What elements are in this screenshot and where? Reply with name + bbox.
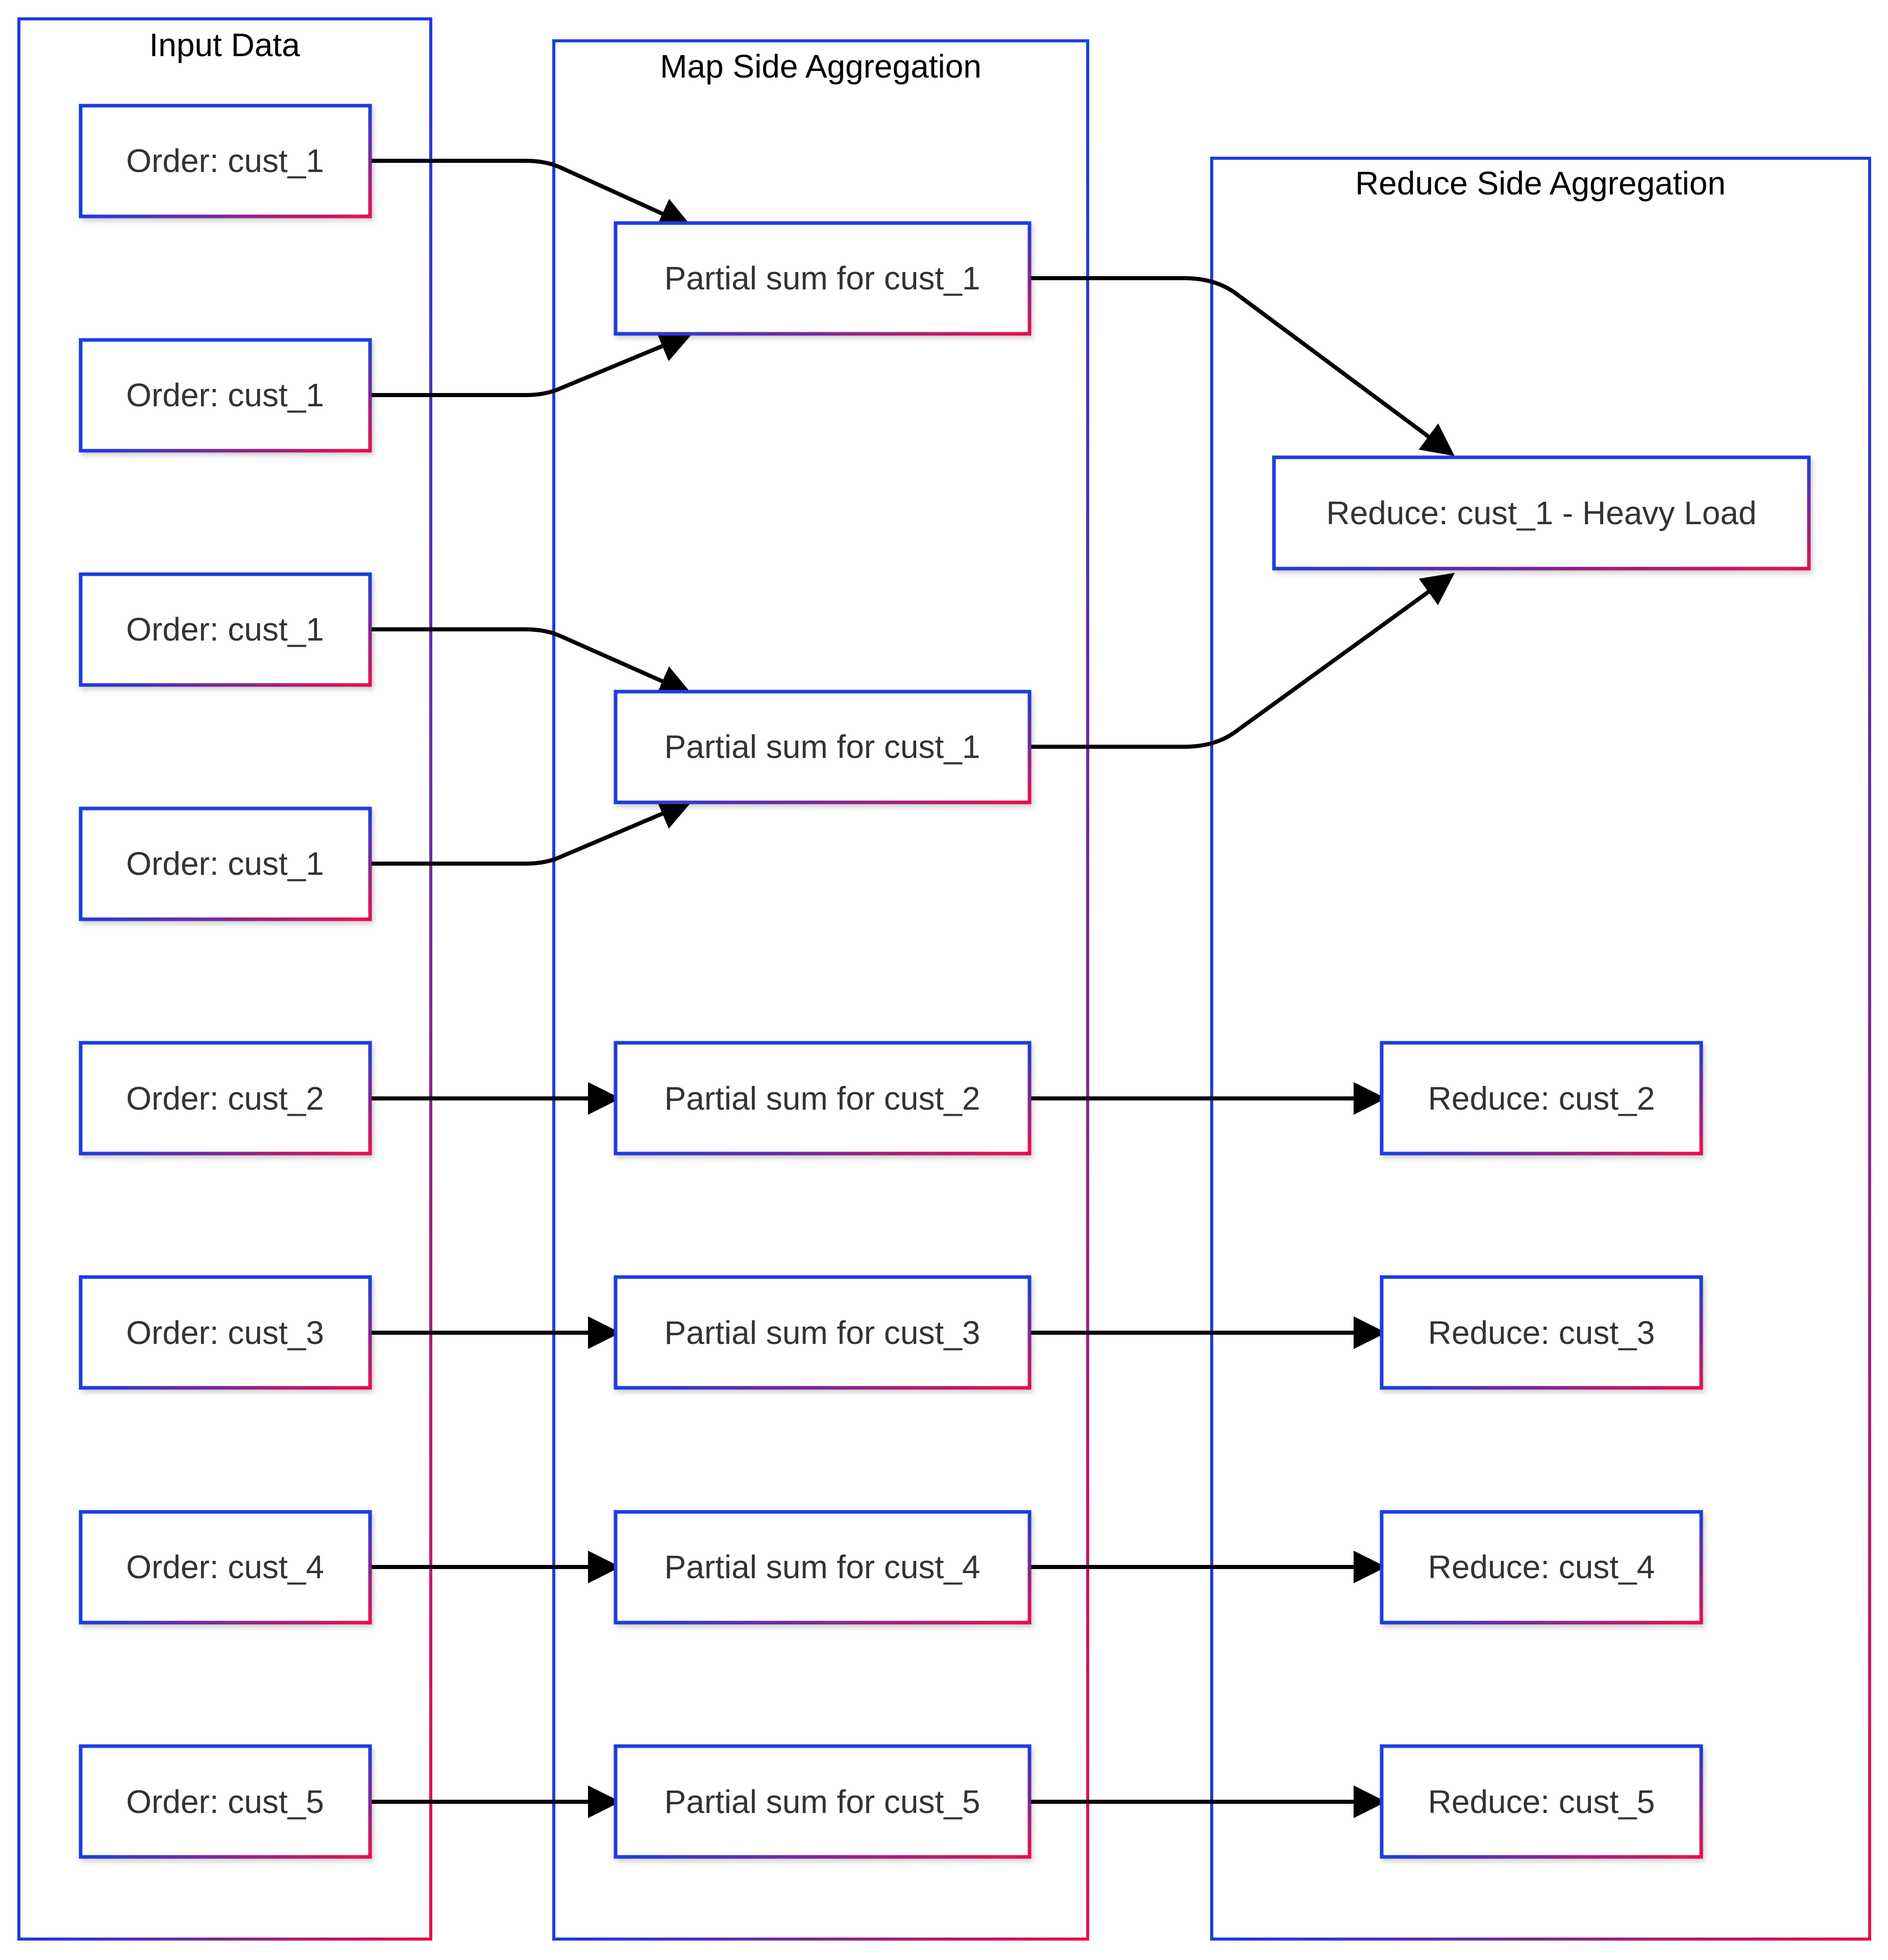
node-map-partial-sum-5-box	[614, 1510, 1032, 1625]
node-map-partial-sum-4[interactable]: Partial sum for cust_3	[614, 1275, 1032, 1390]
node-map-partial-sum-5-label: Partial sum for cust_4	[665, 1549, 980, 1585]
node-map-partial-sum-2-label: Partial sum for cust_1	[665, 728, 980, 765]
node-input-order-6[interactable]: Order: cust_3	[79, 1275, 372, 1390]
node-map-partial-sum-4-label: Partial sum for cust_3	[665, 1314, 980, 1351]
node-map-partial-sum-3-label: Partial sum for cust_2	[665, 1080, 980, 1117]
edge-input2-to-map1	[371, 331, 693, 397]
node-reduce-3-label: Reduce: cust_3	[1428, 1314, 1655, 1351]
cluster-input-data: Input Data	[17, 17, 432, 1941]
node-input-order-5[interactable]: Order: cust_2	[79, 1041, 372, 1156]
node-map-partial-sum-1-box	[614, 221, 1032, 336]
edge-input4-to-map2	[371, 798, 693, 866]
cluster-input-data-title: Input Data	[149, 27, 300, 63]
node-reduce-5[interactable]: Reduce: cust_5	[1380, 1744, 1703, 1859]
cluster-input-data-frame	[17, 17, 432, 1941]
node-map-partial-sum-2-box	[614, 690, 1032, 804]
node-reduce-heavy-load-label: Reduce: cust_1 - Heavy Load	[1326, 495, 1756, 531]
cluster-reduce-side-title: Reduce Side Aggregation	[1355, 165, 1726, 202]
node-reduce-4-box	[1380, 1510, 1703, 1625]
node-input-order-6-label: Order: cust_3	[126, 1314, 324, 1351]
node-reduce-5-label: Reduce: cust_5	[1428, 1783, 1655, 1820]
edge-input3-to-map2	[371, 627, 693, 697]
node-reduce-5-box	[1380, 1744, 1703, 1859]
node-reduce-2[interactable]: Reduce: cust_2	[1380, 1041, 1703, 1156]
node-reduce-4-label: Reduce: cust_4	[1428, 1549, 1655, 1585]
node-reduce-2-box	[1380, 1041, 1703, 1156]
node-input-order-6-box	[79, 1275, 372, 1390]
node-input-order-4[interactable]: Order: cust_1	[79, 806, 372, 921]
node-map-partial-sum-2[interactable]: Partial sum for cust_1	[614, 690, 1032, 804]
node-reduce-heavy-load[interactable]: Reduce: cust_1 - Heavy Load	[1272, 455, 1811, 571]
node-reduce-heavy-load-box	[1272, 455, 1811, 571]
node-input-order-8[interactable]: Order: cust_5	[79, 1744, 372, 1859]
node-map-partial-sum-6-label: Partial sum for cust_5	[665, 1783, 980, 1820]
node-input-order-7-label: Order: cust_4	[126, 1549, 324, 1585]
node-input-order-2[interactable]: Order: cust_1	[79, 338, 372, 453]
node-input-order-1[interactable]: Order: cust_1	[79, 104, 372, 218]
node-reduce-3[interactable]: Reduce: cust_3	[1380, 1275, 1703, 1390]
node-input-order-3[interactable]: Order: cust_1	[79, 572, 372, 687]
edges	[371, 159, 1455, 1818]
node-input-order-4-label: Order: cust_1	[126, 845, 324, 882]
edge-map1-to-reduce1	[1029, 276, 1455, 456]
node-reduce-3-box	[1380, 1275, 1703, 1390]
node-input-order-7-box	[79, 1510, 372, 1625]
node-input-order-1-label: Order: cust_1	[126, 142, 324, 179]
cluster-map-side-title: Map Side Aggregation	[660, 48, 982, 85]
node-map-partial-sum-6[interactable]: Partial sum for cust_5	[614, 1744, 1032, 1859]
node-input-order-1-box	[79, 104, 372, 218]
node-map-partial-sum-6-box	[614, 1744, 1032, 1859]
node-input-order-3-box	[79, 572, 372, 687]
node-map-partial-sum-1-label: Partial sum for cust_1	[665, 260, 980, 297]
node-input-order-4-box	[79, 806, 372, 921]
node-map-partial-sum-3-box	[614, 1041, 1032, 1156]
node-input-order-2-box	[79, 338, 372, 453]
node-map-partial-sum-3[interactable]: Partial sum for cust_2	[614, 1041, 1032, 1156]
node-map-partial-sum-5[interactable]: Partial sum for cust_4	[614, 1510, 1032, 1625]
node-input-order-5-box	[79, 1041, 372, 1156]
node-reduce-2-label: Reduce: cust_2	[1428, 1080, 1655, 1117]
edge-input1-to-map1	[371, 159, 692, 229]
node-input-order-2-label: Order: cust_1	[126, 377, 324, 413]
edge-map2-to-reduce1	[1029, 573, 1455, 749]
node-input-order-8-label: Order: cust_5	[126, 1783, 324, 1820]
node-input-order-8-box	[79, 1744, 372, 1859]
node-input-order-7[interactable]: Order: cust_4	[79, 1510, 372, 1625]
node-map-partial-sum-4-box	[614, 1275, 1032, 1390]
node-input-order-5-label: Order: cust_2	[126, 1080, 324, 1117]
node-input-order-3-label: Order: cust_1	[126, 611, 324, 648]
node-map-partial-sum-1[interactable]: Partial sum for cust_1	[614, 221, 1032, 336]
node-reduce-4[interactable]: Reduce: cust_4	[1380, 1510, 1703, 1625]
